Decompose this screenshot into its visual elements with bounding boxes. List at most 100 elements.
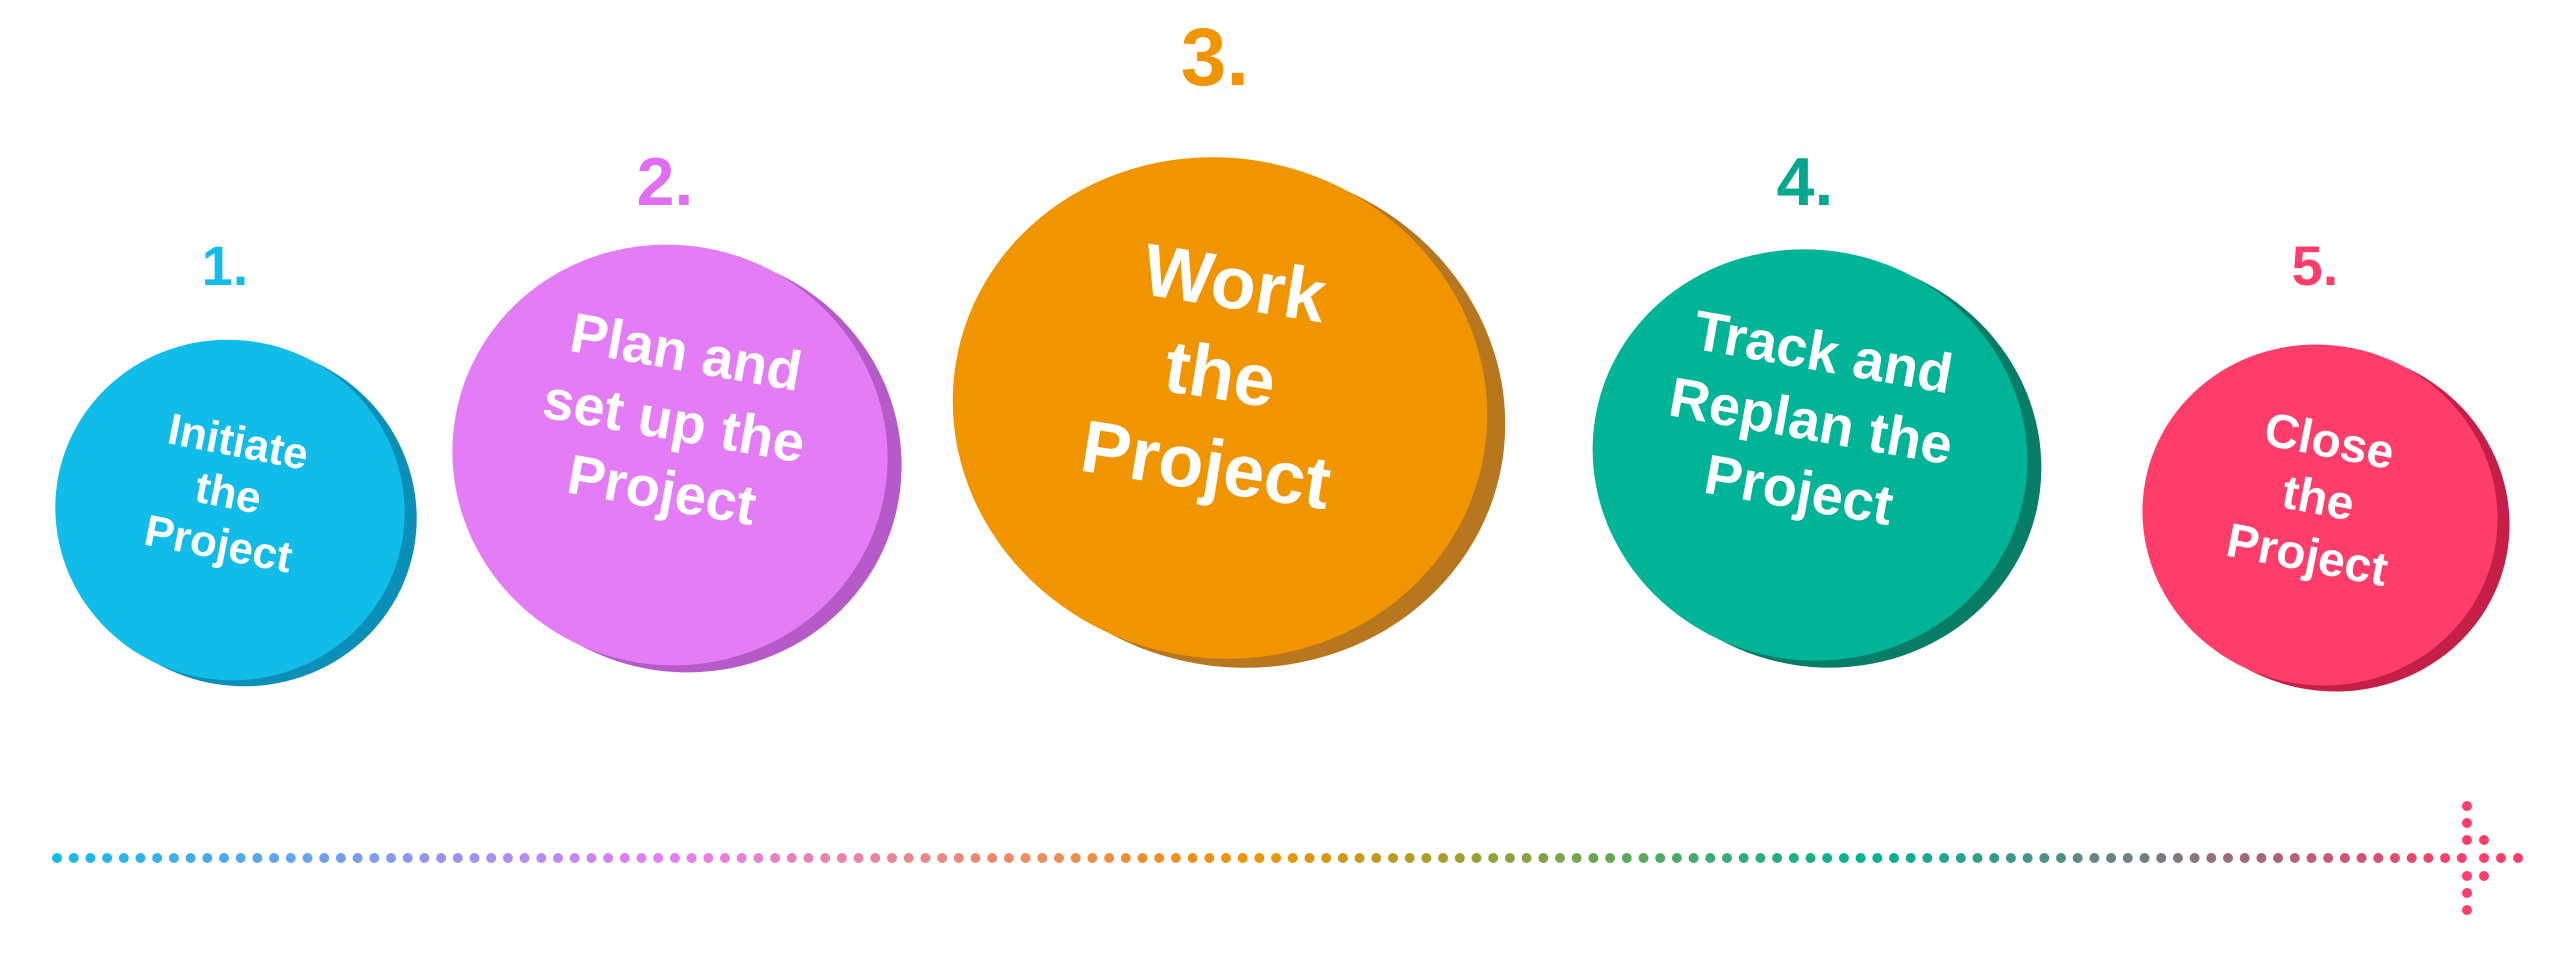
timeline-arrowhead-dot: [2462, 905, 2472, 915]
timeline-dot: [1237, 853, 1248, 863]
timeline-dot: [1488, 853, 1499, 863]
timeline-dot: [1605, 853, 1616, 863]
timeline-dot: [970, 853, 981, 863]
timeline-dot: [553, 853, 563, 863]
timeline-dot: [1755, 853, 1766, 863]
timeline-dot: [302, 853, 313, 863]
timeline-dot: [1521, 853, 1532, 863]
timeline-dot: [853, 853, 864, 863]
timeline-dot: [786, 853, 797, 863]
timeline-dot: [1939, 853, 1950, 863]
timeline-dot: [1304, 853, 1315, 863]
timeline-dot: [285, 853, 296, 863]
timeline-dot: [653, 853, 664, 863]
stage-number: 2.: [637, 144, 694, 220]
timeline-dot: [1003, 853, 1014, 863]
timeline-dot: [820, 853, 831, 863]
timeline-dot: [1571, 853, 1582, 863]
stage-number: 4.: [1777, 144, 1834, 220]
timeline-dot: [1137, 853, 1148, 863]
timeline-dot: [870, 853, 881, 863]
disc-face: [2142, 344, 2498, 686]
timeline-dot: [2440, 853, 2451, 863]
timeline-dot: [1037, 853, 1048, 863]
timeline-dot: [2089, 853, 2100, 863]
timeline-dot: [1120, 853, 1131, 863]
timeline-dot: [1254, 853, 1265, 863]
timeline-dot: [2406, 853, 2417, 863]
timeline-dot: [2056, 853, 2066, 863]
disc-face: [952, 157, 1488, 659]
timeline-dot: [335, 853, 346, 863]
timeline-dot: [987, 853, 998, 863]
timeline-dot: [2256, 853, 2267, 863]
timeline-dot: [2039, 853, 2050, 863]
timeline-dot: [52, 853, 62, 863]
timeline-dot: [2456, 853, 2467, 863]
timeline-dot: [1738, 853, 1749, 863]
stage-label: WorktheProject: [1076, 222, 1366, 525]
timeline-dot: [937, 853, 948, 863]
timeline-dot: [619, 853, 630, 863]
timeline-dot: [68, 853, 79, 863]
timeline-dot: [770, 853, 781, 863]
timeline-dot: [2072, 853, 2083, 863]
timeline-arrowhead-dot: [2496, 853, 2506, 863]
stage-number: 1.: [202, 234, 249, 297]
timeline-dot: [1805, 853, 1816, 863]
timeline-dot: [1087, 853, 1098, 863]
timeline-arrowhead-dot: [2479, 871, 2489, 881]
timeline-dot: [2239, 853, 2250, 863]
timeline-dot: [2423, 853, 2434, 863]
stage-number: 3.: [1181, 12, 1249, 103]
timeline-dot: [1354, 853, 1365, 863]
timeline-dot: [269, 853, 280, 863]
timeline-dot: [202, 853, 213, 863]
timeline-dot: [636, 853, 647, 863]
timeline-arrowhead-dot: [2462, 801, 2472, 811]
timeline-dot: [953, 853, 964, 863]
timeline-arrowhead-dot: [2462, 888, 2472, 898]
timeline-dot: [887, 853, 897, 863]
timeline-arrowhead-dot: [2462, 818, 2472, 828]
timeline-dot: [2022, 853, 2033, 863]
timeline-dot: [1555, 853, 1565, 863]
timeline-dot: [1104, 853, 1115, 863]
timeline-dot: [1271, 853, 1282, 863]
timeline-dot: [2373, 853, 2384, 863]
disc-face: [452, 244, 888, 666]
timeline-dot: [352, 853, 363, 863]
timeline-dot: [2306, 853, 2317, 863]
timeline-dot: [1588, 853, 1599, 863]
timeline-dot: [720, 853, 730, 863]
timeline-dot: [1655, 853, 1666, 863]
timeline-dot: [436, 853, 447, 863]
timeline-dot: [118, 853, 129, 863]
timeline-dot: [703, 853, 714, 863]
timeline-dot: [1621, 853, 1632, 863]
timeline-dot: [519, 853, 530, 863]
timeline-dot: [85, 853, 96, 863]
timeline-dot: [1371, 853, 1382, 863]
timeline-dot: [1070, 853, 1081, 863]
timeline-dot: [1772, 853, 1783, 863]
timeline-dot: [2323, 853, 2334, 863]
timeline-dot: [452, 853, 463, 863]
timeline-dot: [1905, 853, 1916, 863]
timeline-arrowhead-dot: [2479, 835, 2489, 845]
timeline-dot: [2223, 853, 2233, 863]
timeline-dot: [1855, 853, 1866, 863]
timeline-dot: [736, 853, 747, 863]
timeline-dot: [486, 853, 497, 863]
timeline-dot: [1438, 853, 1449, 863]
timeline-dot: [2339, 853, 2350, 863]
timeline-dot: [1838, 853, 1849, 863]
timeline-dot: [2206, 853, 2217, 863]
timeline-dot: [1504, 853, 1515, 863]
timeline-dot: [168, 853, 179, 863]
timeline-dot: [1204, 853, 1215, 863]
timeline-dot: [753, 853, 764, 863]
timeline-dotted-arrow: [52, 801, 2523, 915]
